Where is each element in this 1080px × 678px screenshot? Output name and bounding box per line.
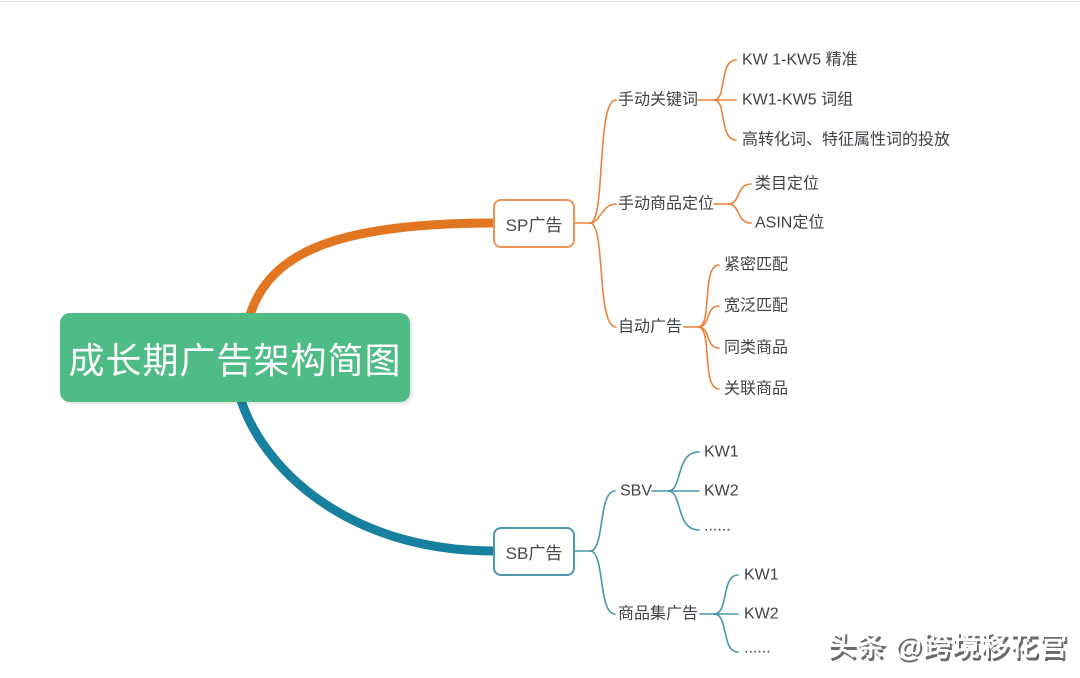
subtopic-product-collection-ads[interactable]: 商品集广告	[618, 605, 699, 623]
topic-sb-ads[interactable]: SB广告	[493, 527, 575, 576]
leaf-close-match[interactable]: 紧密匹配	[724, 256, 789, 274]
leaf-complements[interactable]: 关联商品	[724, 380, 789, 398]
leaf-sbv-kw2[interactable]: KW2	[704, 482, 739, 500]
sb-main-branch-curve	[236, 395, 499, 556]
watermark: 头条 @跨境移花宫	[827, 630, 1068, 661]
leaf-substitutes[interactable]: 同类商品	[724, 339, 789, 357]
sp-main-branch-curve	[245, 218, 499, 320]
leaf-kw1-kw5-phrase[interactable]: KW1-KW5 词组	[742, 91, 854, 109]
leaf-sbv-ellipsis[interactable]: ......	[704, 517, 731, 535]
top-divider	[0, 1, 1080, 2]
leaf-collection-kw2[interactable]: KW2	[744, 605, 779, 623]
leaf-sbv-kw1[interactable]: KW1	[704, 443, 739, 461]
leaf-collection-ellipsis[interactable]: ......	[744, 639, 771, 657]
leaf-kw1-kw5-exact[interactable]: KW 1-KW5 精准	[742, 51, 858, 69]
subtopic-manual-keywords[interactable]: 手动关键词	[618, 91, 699, 109]
subtopic-manual-product-targeting[interactable]: 手动商品定位	[618, 195, 715, 213]
leaf-category-targeting[interactable]: 类目定位	[755, 175, 820, 193]
subtopic-auto-ads[interactable]: 自动广告	[618, 318, 683, 336]
leaf-collection-kw1[interactable]: KW1	[744, 566, 779, 584]
topic-sp-ads[interactable]: SP广告	[493, 199, 575, 248]
root-topic[interactable]: 成长期广告架构简图	[60, 313, 410, 402]
subtopic-sbv[interactable]: SBV	[620, 482, 653, 500]
leaf-asin-targeting[interactable]: ASIN定位	[755, 214, 825, 232]
leaf-high-conversion-words[interactable]: 高转化词、特征属性词的投放	[742, 131, 951, 149]
leaf-loose-match[interactable]: 宽泛匹配	[724, 297, 789, 315]
